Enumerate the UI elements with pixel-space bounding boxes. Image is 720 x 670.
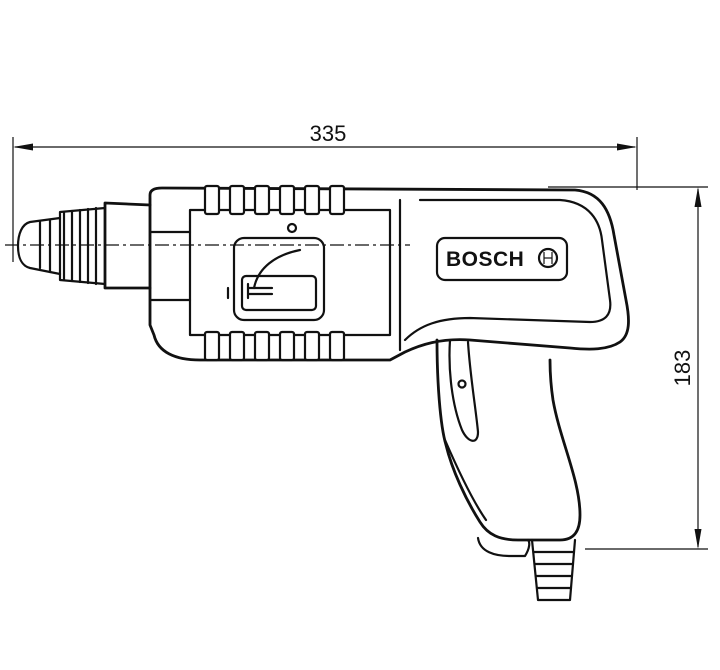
bottom-cooling-ribs	[203, 330, 346, 362]
chuck	[16, 201, 152, 290]
length-label: 335	[310, 121, 347, 146]
top-cooling-ribs	[203, 184, 346, 216]
chuck-sleeve	[58, 206, 107, 286]
nose-collar	[148, 196, 192, 327]
brand-name: BOSCH	[446, 248, 524, 271]
rib	[328, 184, 346, 216]
brand-plate	[435, 236, 569, 282]
rib	[303, 184, 321, 216]
chuck-jaws	[16, 216, 62, 276]
rib	[228, 330, 246, 362]
gear-housing	[188, 208, 392, 337]
height-label: 183	[670, 350, 695, 387]
left-arrow-icon	[13, 143, 33, 151]
drill-body: BOSCH	[5, 184, 630, 602]
rear-cover-line	[403, 198, 612, 342]
rib	[328, 330, 346, 362]
handle-inner-line	[443, 438, 488, 522]
cable-strain-relief	[530, 538, 577, 602]
rib	[203, 330, 221, 362]
trigger	[448, 338, 480, 442]
cable-guard	[476, 536, 577, 602]
length-dimension: 335	[12, 121, 638, 262]
rib	[303, 330, 321, 362]
rib	[278, 184, 296, 216]
handle-base-cap	[476, 536, 531, 558]
selector-lever	[246, 282, 274, 300]
height-dimension: 183	[548, 186, 708, 550]
rib	[203, 184, 221, 216]
selector-window	[232, 236, 326, 322]
rib	[228, 184, 246, 216]
rib	[278, 330, 296, 362]
trigger-lock-button	[457, 379, 467, 389]
selector-recess	[240, 274, 318, 312]
handle-outline	[435, 338, 582, 542]
speed-dial-icon	[286, 222, 298, 234]
bosch-logo-icon	[537, 247, 559, 269]
top-arrow-icon	[694, 187, 702, 207]
right-arrow-icon	[617, 143, 637, 151]
bottom-arrow-icon	[694, 529, 702, 549]
rib	[253, 184, 271, 216]
selector-arc	[252, 248, 302, 290]
housing-outline	[148, 186, 630, 362]
rib	[253, 330, 271, 362]
